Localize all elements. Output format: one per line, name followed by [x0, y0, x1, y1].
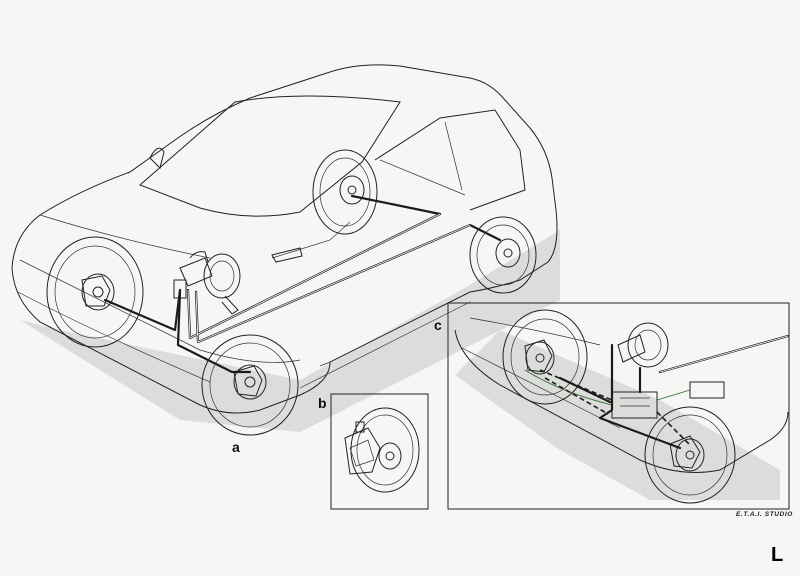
main-car-illustration [11, 64, 560, 432]
master-cylinder [173, 251, 241, 315]
inset-c-car [454, 309, 789, 504]
inset-c-pipes [539, 334, 790, 450]
disc-caliper-detail [344, 407, 420, 493]
abs-unit-detail [524, 322, 725, 419]
brake-pipes-main [103, 194, 502, 374]
label-a: a [232, 439, 240, 455]
label-b: b [318, 395, 327, 411]
front-left-wheel [46, 236, 144, 348]
inset-b-frame [330, 393, 429, 510]
label-c: c [434, 317, 442, 333]
front-right-wheel [201, 334, 299, 436]
inset-c-frame [447, 302, 790, 510]
studio-credit: E.T.A.I. STUDIO [736, 511, 793, 518]
corner-mark: L [771, 544, 784, 566]
rear-left-wheel [312, 149, 378, 235]
rear-right-wheel [469, 216, 537, 294]
